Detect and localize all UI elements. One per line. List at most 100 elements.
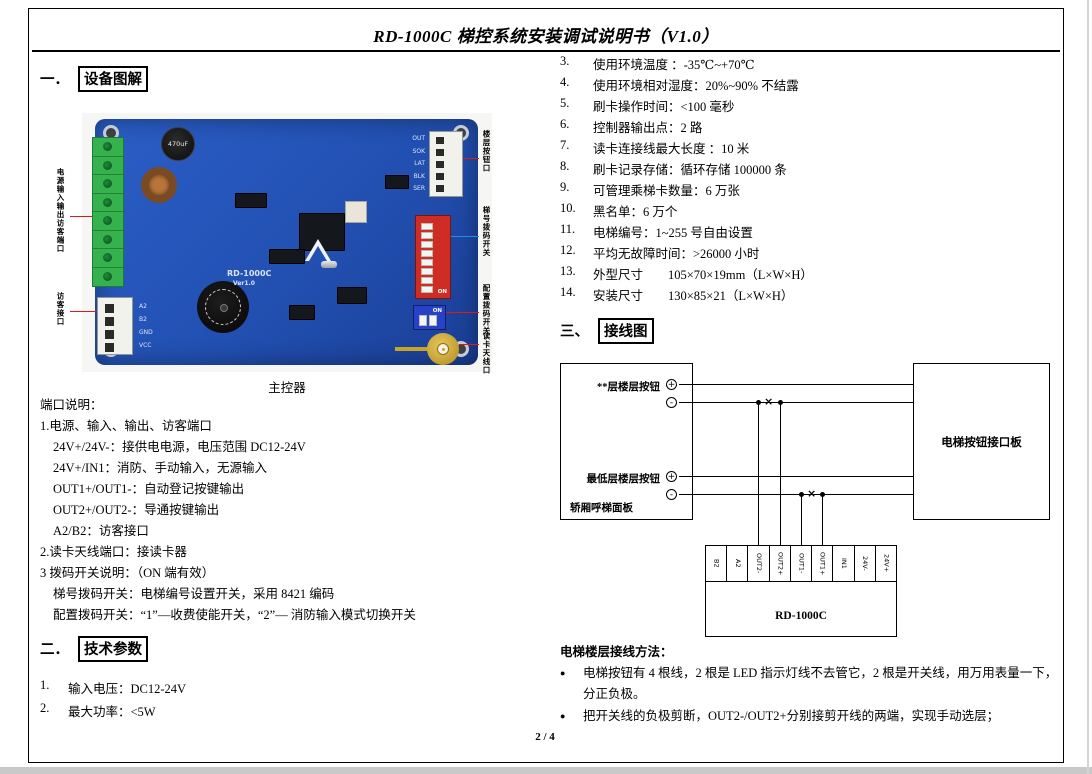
port-desc-title: 端口说明：: [40, 398, 103, 412]
pin-label: B2: [139, 316, 147, 323]
junction-dot: [820, 492, 825, 497]
port-line: OUT2+/OUT2-：导通按键输出: [53, 503, 220, 517]
tech-param: 13.外型尺寸 105×70×19mm（L×W×H）: [560, 264, 813, 285]
section-3-heading: 三、接线图: [560, 318, 654, 344]
callout-floor-button-port: 楼层按钮口: [482, 130, 491, 173]
terminal-label: IN1: [839, 558, 848, 569]
tech-param: 9.可管理乘梯卡数量：6 万张: [560, 180, 813, 201]
terminal-label: A2: [733, 559, 742, 568]
port-line: 配置拨码开关：“1”—收费使能开关，“2”— 消防输入模式切换开关: [53, 608, 416, 622]
scan-edge-right: [1087, 0, 1089, 774]
param-number: 10.: [560, 201, 576, 215]
tech-param: 5.刷卡操作时间：<100 毫秒: [560, 96, 813, 117]
port-line: 3 拨码开关说明：（ON 端有效）: [40, 566, 215, 580]
tech-param: 10. 黑名单：6 万个: [560, 201, 813, 222]
page-number: 2 / 4: [535, 731, 555, 743]
floor-button-connector: [429, 131, 463, 197]
dip-on-label: ON: [437, 289, 447, 295]
port-line: A2/B2：访客接口: [53, 524, 149, 538]
bullet-item: ● 电梯按钮有 4 根线，2 根是 LED 指示灯线不去管它，2 根是开关线，用…: [560, 663, 1060, 705]
wire-cut-mark: ×: [764, 395, 774, 408]
ic-chip: [235, 193, 267, 208]
callout-line: [451, 236, 479, 237]
param-text: 平均无故障时间：>26000 小时: [593, 247, 760, 261]
page-border: [28, 8, 1064, 763]
callout-line: [70, 311, 97, 312]
param-number: 13.: [560, 264, 576, 278]
doc-title: RD-1000C 梯控系统安装调试说明书（V1.0）: [373, 27, 719, 46]
callout-antenna-port: 读卡天线口: [482, 332, 491, 375]
pin-label: LAT: [414, 160, 425, 167]
dip-on-label: ON: [432, 308, 442, 314]
port-line: 梯号拨码开关：电梯编号设置开关，采用 8421 编码: [53, 587, 335, 601]
ic-chip: [337, 287, 367, 304]
param-number: 12.: [560, 243, 576, 257]
callout-config-dip: 配置拨码开关: [482, 284, 491, 335]
silkscreen-version: Ver1.0: [233, 280, 255, 287]
minus-terminal-icon: -: [666, 397, 677, 408]
controller-label: RD-1000C: [775, 610, 827, 622]
param-text: 黑名单：6 万个: [593, 205, 678, 219]
param-text: 可管理乘梯卡数量：6 万张: [593, 184, 740, 198]
pin-label: GND: [139, 329, 153, 336]
pin-label: BLK: [413, 172, 425, 180]
param-number: 4.: [560, 75, 570, 89]
panel-label: 轿厢呼梯面板: [570, 503, 633, 514]
wire: [679, 384, 913, 385]
terminal-cell: [93, 268, 123, 286]
callout-line: [463, 158, 479, 159]
junction-dot: [799, 492, 804, 497]
top-floor-label: **层楼层按钮: [597, 382, 660, 393]
port-line: 24V+/24V-：接供电电源，电压范围 DC12-24V: [53, 440, 306, 454]
terminal: 24V+: [875, 546, 896, 582]
capacitor-label: 470uF: [167, 140, 189, 148]
wire-cut-mark: ×: [807, 487, 817, 500]
board-caption: 主控器: [268, 381, 306, 395]
terminal-cell: [93, 249, 123, 268]
terminal-cell: [93, 138, 123, 157]
tech-param: 4.使用环境相对湿度：20%~90% 不结露: [560, 75, 813, 96]
terminal-label: OUT1-: [797, 553, 806, 574]
section-2-number: 二．: [40, 642, 69, 658]
param-number: 8.: [560, 159, 570, 173]
param-text: 使用环境温度 ：-35℃~+70℃: [593, 58, 755, 72]
param-text: 安装尺寸 130×85×21（L×W×H）: [593, 289, 794, 303]
tech-param: 7.读卡连接线最大长度 ：10 米: [560, 138, 813, 159]
terminal: B2: [706, 546, 728, 582]
param-number: 1.: [40, 678, 50, 692]
wire: [758, 402, 759, 545]
method-title: 电梯楼层接线方法：: [560, 645, 673, 659]
ic-chip: [385, 175, 409, 189]
antenna-sma-connector: [427, 333, 459, 365]
tech-param: 11.电梯编号：1~255 号自由设置: [560, 222, 813, 243]
param-text: 读卡连接线最大长度 ：10 米: [593, 142, 750, 156]
terminal: A2: [727, 546, 749, 582]
wire: [780, 402, 781, 545]
scan-edge-bottom: [0, 767, 1092, 774]
plus-terminal-icon: +: [666, 471, 677, 482]
title-rule: [32, 50, 1060, 52]
section-3-number: 三、: [560, 324, 589, 340]
elevator-number-dip-switch: ON: [415, 215, 451, 299]
section-1-number: 一．: [40, 72, 69, 88]
pin-label: SOK: [412, 147, 425, 155]
capacitor-icon: 470uF: [161, 127, 195, 161]
relay-component: [345, 201, 367, 223]
visitor-pin-labels: A2 B2 GND VCC: [139, 300, 153, 352]
pin-label: A2: [139, 303, 147, 310]
terminal-cell: [93, 175, 123, 194]
tech-param: 1. 输入电压：DC12-24V: [40, 678, 186, 701]
terminal-cell: [93, 231, 123, 249]
pin-label: VCC: [139, 342, 152, 349]
terminal: OUT2+: [769, 546, 791, 582]
port-line: 24V+/IN1：消防、手动输入，无源输入: [53, 461, 267, 475]
pcb-photo: A2 B2 GND VCC 470uF RD-1000C Ver1.0: [82, 113, 492, 372]
terminal: 24V-: [854, 546, 876, 582]
pin-label: SER: [413, 185, 425, 192]
terminal-label: 24V-: [861, 556, 870, 571]
section-2-title: 技术参数: [78, 636, 148, 662]
param-text: 刷卡记录存储：循环存储 100000 条: [593, 163, 787, 177]
tech-param: 14.安装尺寸 130×85×21（L×W×H）: [560, 285, 813, 306]
ic-chip: [289, 305, 315, 320]
config-dip-switch: ON: [413, 305, 446, 330]
